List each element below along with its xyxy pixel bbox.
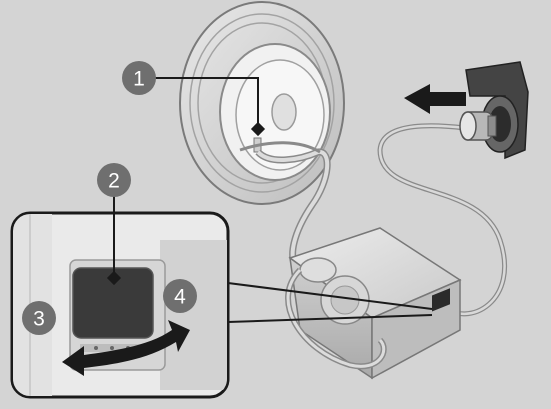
callout-3: 3	[22, 301, 56, 335]
inset-leader-line-bottom	[227, 314, 433, 323]
power-plug-icon	[459, 111, 497, 141]
compressor-icon	[285, 227, 462, 380]
inset-leader-line-top	[227, 282, 433, 310]
tire-icon	[179, 1, 345, 205]
callout-1-leader	[154, 77, 259, 128]
direction-arrow-icon	[404, 84, 466, 114]
socket-icon	[465, 61, 529, 160]
callout-3-label: 3	[33, 308, 45, 331]
callout-2: 2	[97, 163, 131, 197]
callout-1: 1	[122, 61, 156, 95]
callout-2-label: 2	[108, 170, 120, 193]
callout-1-label: 1	[133, 68, 145, 91]
rotate-arrow-icon	[62, 320, 190, 376]
callout-4-label: 4	[174, 286, 186, 309]
callout-4: 4	[163, 279, 197, 313]
detail-inset	[10, 211, 230, 399]
